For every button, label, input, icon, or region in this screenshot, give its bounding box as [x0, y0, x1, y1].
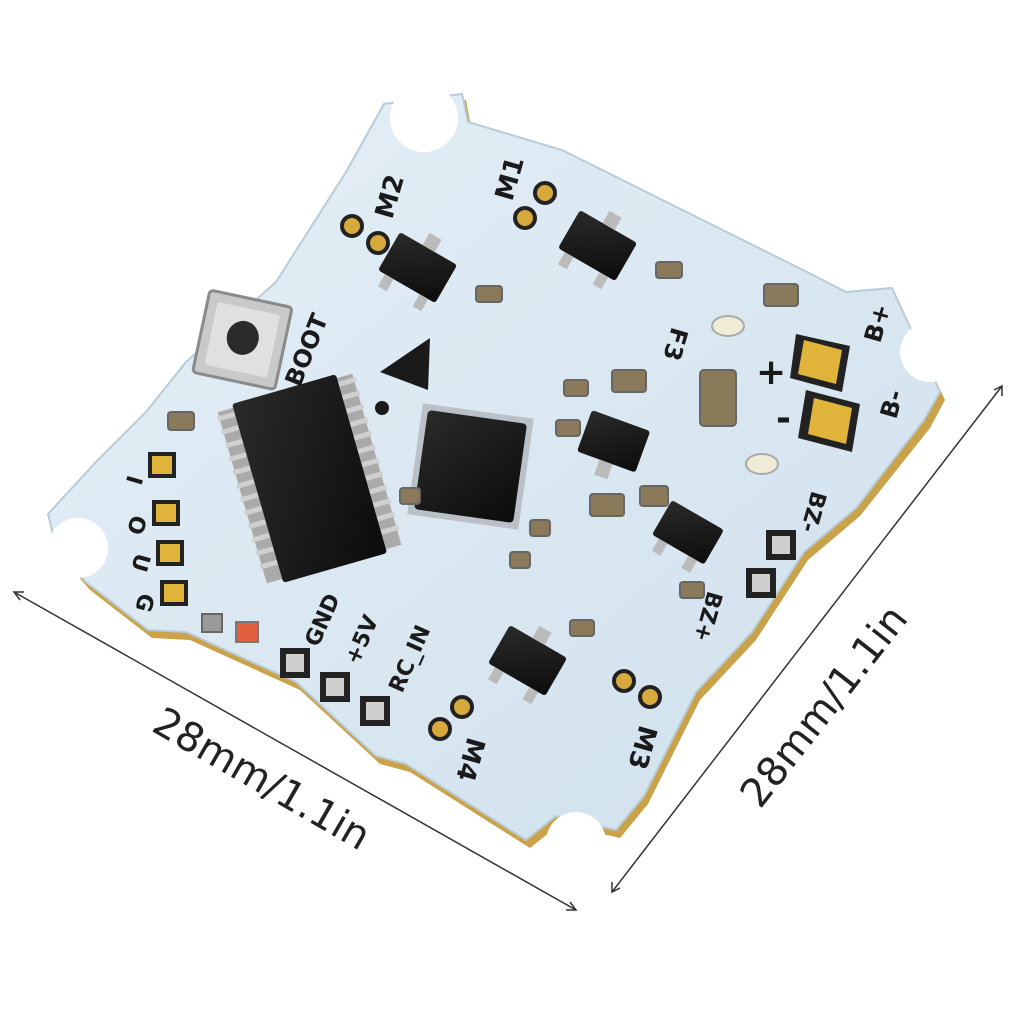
label-polarity-minus: - — [776, 398, 791, 439]
mosfet — [651, 501, 723, 573]
mount-notch — [546, 812, 606, 872]
ssop-chip — [216, 373, 402, 584]
mosfet — [557, 210, 637, 290]
uart-pads — [148, 452, 188, 606]
dimension-line-width — [12, 591, 578, 911]
mosfet — [487, 625, 567, 705]
passive-components — [167, 261, 799, 643]
buzzer-pads — [746, 530, 796, 598]
regulator — [577, 410, 650, 480]
dimension-line-height — [611, 384, 1003, 894]
label-polarity-plus: + — [756, 352, 786, 393]
pin1-dot — [375, 401, 389, 415]
mcu-chip — [407, 403, 534, 530]
mosfet — [377, 232, 457, 312]
battery-pads — [790, 334, 860, 452]
mount-notch — [48, 518, 108, 578]
power-pads — [280, 648, 390, 726]
boot-button — [191, 289, 293, 391]
motor-pads — [340, 181, 662, 741]
direction-arrow — [380, 338, 430, 390]
mount-notch — [390, 84, 458, 152]
mount-notch — [900, 322, 960, 382]
